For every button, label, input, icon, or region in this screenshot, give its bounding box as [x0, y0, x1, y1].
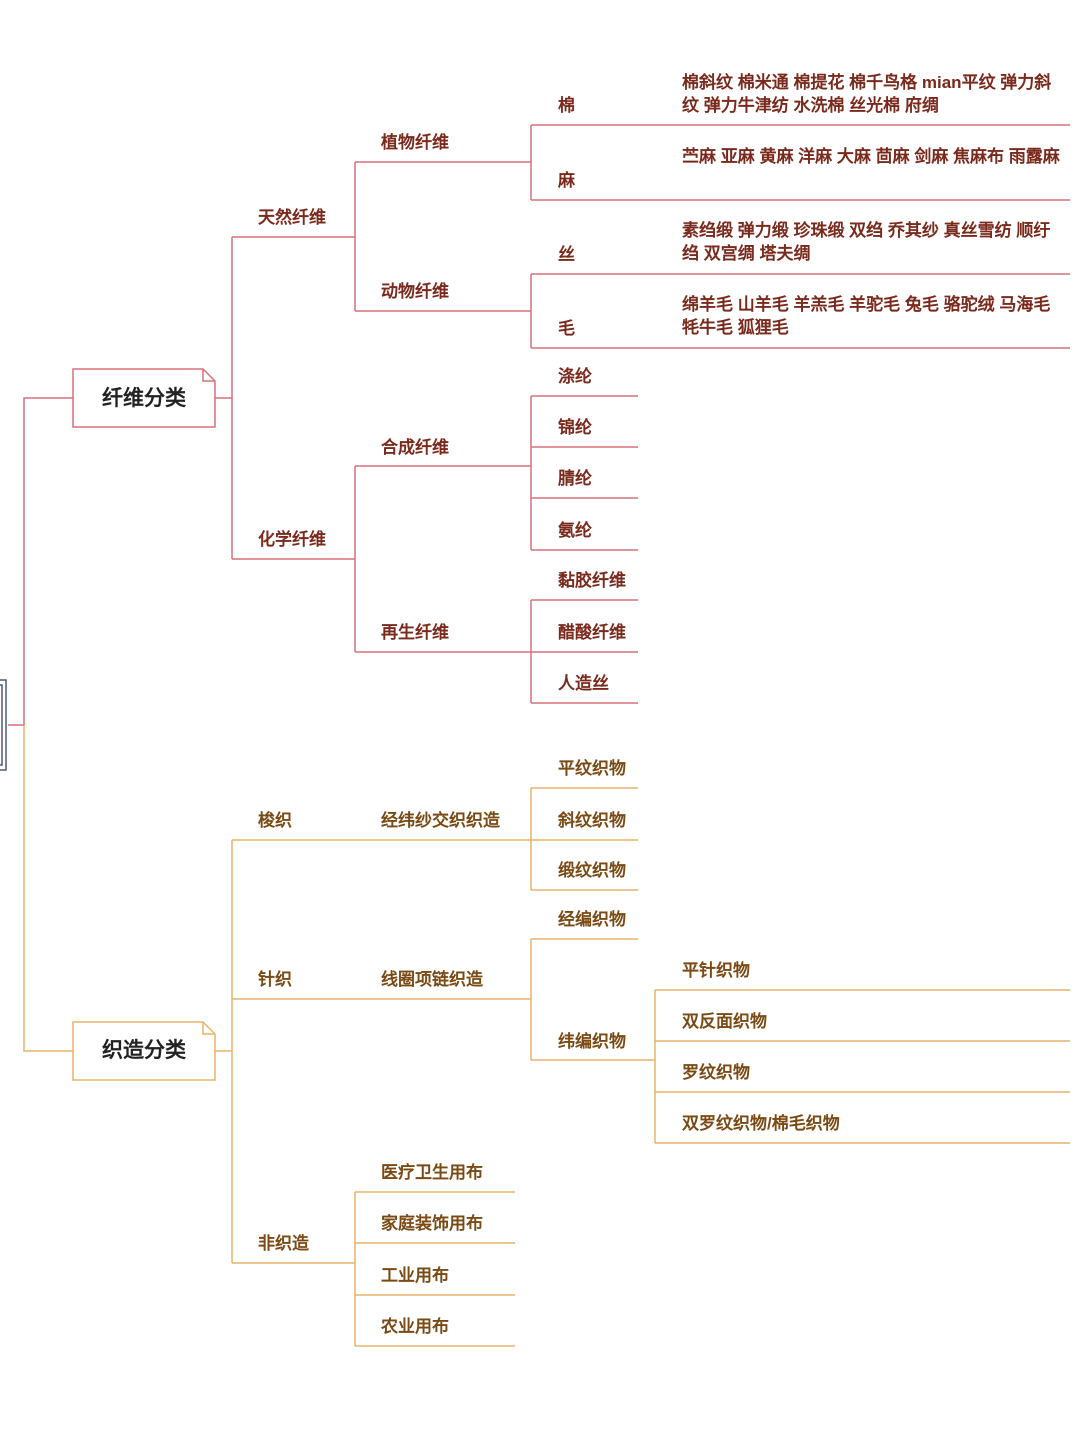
root-node — [0, 679, 7, 771]
nonwoven-node[interactable]: 非织造 — [258, 1234, 309, 1253]
regenerated-item[interactable]: 人造丝 — [558, 674, 609, 693]
linen-desc: 苎麻 亚麻 黄麻 洋麻 大麻 茴麻 剑麻 焦麻布 雨露麻 — [682, 147, 1060, 166]
weft-knit-item[interactable]: 平针织物 — [682, 961, 750, 980]
weft-knit-item[interactable]: 罗纹织物 — [682, 1063, 750, 1082]
warp-knit-node[interactable]: 经编织物 — [558, 910, 626, 929]
nonwoven-item[interactable]: 工业用布 — [381, 1266, 449, 1285]
weft-knit-node[interactable]: 纬编织物 — [558, 1032, 626, 1051]
wool-node[interactable]: 毛 — [558, 319, 575, 338]
weft-knit-item[interactable]: 双罗纹织物/棉毛织物 — [682, 1114, 840, 1133]
knit-node[interactable]: 针织 — [258, 970, 292, 989]
woven-method-node[interactable]: 经纬纱交织织造 — [381, 811, 500, 830]
nonwoven-item[interactable]: 农业用布 — [381, 1317, 449, 1336]
woven-node[interactable]: 梭织 — [258, 811, 292, 830]
woven-item[interactable]: 缎纹织物 — [558, 861, 626, 880]
weave-category-node[interactable]: 织造分类 — [102, 1039, 186, 1062]
woven-item[interactable]: 平纹织物 — [558, 759, 626, 778]
synthetic-fiber-node[interactable]: 合成纤维 — [381, 438, 449, 457]
synthetic-item[interactable]: 腈纶 — [558, 469, 592, 488]
synthetic-item[interactable]: 涤纶 — [558, 367, 592, 386]
nonwoven-item[interactable]: 家庭装饰用布 — [381, 1214, 483, 1233]
plant-fiber-node[interactable]: 植物纤维 — [381, 133, 449, 152]
animal-fiber-node[interactable]: 动物纤维 — [381, 282, 449, 301]
cotton-desc: 棉斜纹 棉米通 棉提花 棉千鸟格 mian平纹 弹力斜纹 弹力牛津纺 水洗棉 丝… — [682, 73, 1052, 115]
chemical-fiber-node[interactable]: 化学纤维 — [258, 530, 326, 549]
silk-node[interactable]: 丝 — [558, 245, 575, 264]
regenerated-item[interactable]: 黏胶纤维 — [558, 571, 626, 590]
nonwoven-item[interactable]: 医疗卫生用布 — [381, 1163, 483, 1182]
regenerated-fiber-node[interactable]: 再生纤维 — [381, 623, 449, 642]
regenerated-item[interactable]: 醋酸纤维 — [558, 623, 626, 642]
natural-fiber-node[interactable]: 天然纤维 — [258, 208, 326, 227]
silk-desc: 素绉缎 弹力缎 珍珠缎 双绉 乔其纱 真丝雪纺 顺纡绉 双宫绸 塔夫绸 — [682, 221, 1051, 263]
linen-node[interactable]: 麻 — [558, 171, 575, 190]
synthetic-item[interactable]: 氨纶 — [558, 521, 592, 540]
cotton-node[interactable]: 棉 — [558, 96, 575, 115]
wool-desc: 绵羊毛 山羊毛 羊羔毛 羊驼毛 兔毛 骆驼绒 马海毛 牦牛毛 狐狸毛 — [682, 295, 1051, 337]
weft-knit-item[interactable]: 双反面织物 — [682, 1012, 767, 1031]
knit-method-node[interactable]: 线圈项链织造 — [381, 970, 483, 989]
fiber-category-node[interactable]: 纤维分类 — [102, 387, 186, 410]
woven-item[interactable]: 斜纹织物 — [558, 811, 626, 830]
synthetic-item[interactable]: 锦纶 — [558, 418, 592, 437]
